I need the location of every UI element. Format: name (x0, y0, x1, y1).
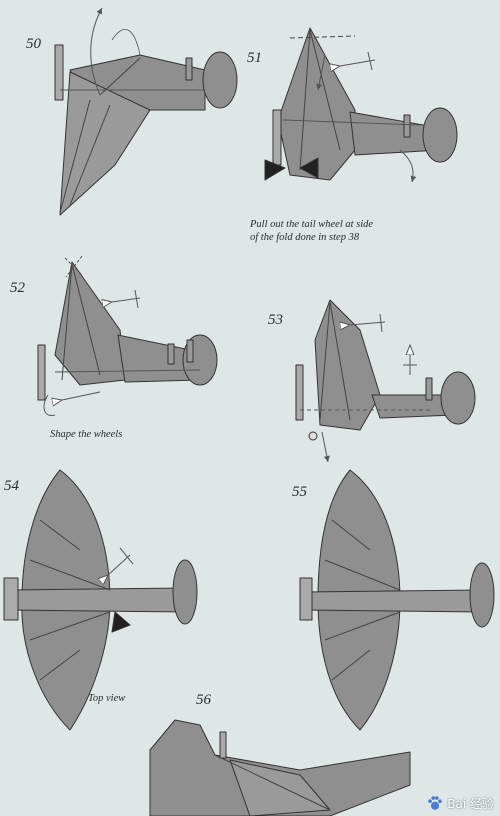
step-52-caption: Shape the wheels (50, 429, 123, 440)
step-55-plane (299, 469, 495, 731)
watermark: Bai 经验 (426, 794, 494, 812)
step-number-50: 50 (26, 36, 41, 52)
step-number-55: 55 (292, 484, 307, 500)
watermark-text: Bai 经验 (447, 796, 494, 811)
step-56-plane (149, 719, 411, 816)
step-number-56: 56 (196, 692, 211, 708)
step-54-caption: Top view (88, 693, 126, 704)
step-51-plane (264, 27, 458, 183)
step-number-54: 54 (4, 478, 19, 494)
step-51-caption-line-1: Pull out the tail wheel at side (250, 219, 374, 230)
step-53-plane (295, 299, 476, 463)
step-51-caption-line-2: of the fold done in step 38 (250, 232, 360, 243)
step-number-52: 52 (10, 280, 25, 296)
step-52-plane (37, 255, 218, 417)
step-number-53: 53 (268, 312, 283, 328)
step-54-plane (3, 469, 198, 731)
step-number-51: 51 (247, 50, 262, 66)
paw-icon (428, 796, 442, 810)
step-50-plane (54, 7, 238, 216)
